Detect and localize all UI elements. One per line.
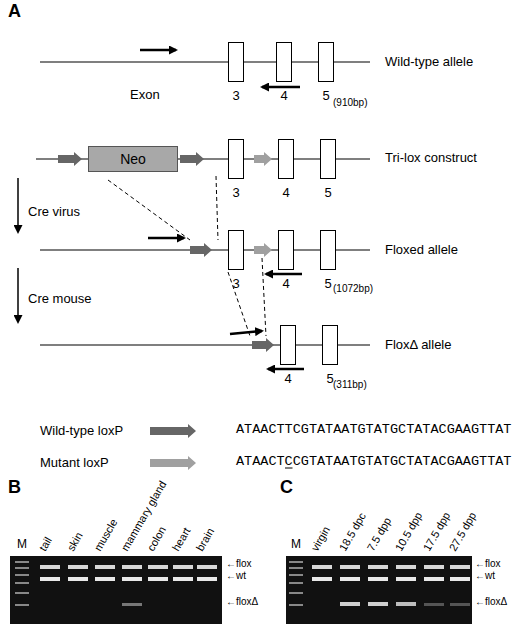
gel-image	[286, 556, 472, 624]
exon-box: 3	[228, 230, 244, 270]
neo-box: Neo	[88, 146, 178, 172]
sequence-text: ATAACTCCGTATAATGTATGCTATACGAAGTTAT	[236, 455, 511, 469]
allele-name: Floxed allele	[385, 243, 458, 256]
excision-line	[228, 272, 250, 336]
lane-label: brain	[194, 526, 216, 553]
band-label: ←flox	[475, 559, 501, 569]
excision-line	[108, 180, 190, 240]
floxdelta-band	[122, 603, 142, 606]
exon-number: 4	[279, 277, 293, 290]
exon-box: 5	[318, 42, 334, 82]
primer-arrow	[262, 86, 300, 89]
step-arrow	[17, 268, 19, 322]
lane-label: M	[291, 538, 301, 550]
gel-image	[10, 556, 222, 624]
exon-number: 5	[319, 89, 333, 102]
exon-number: 4	[277, 89, 291, 102]
exon-box: 5	[322, 325, 338, 365]
lane-label: 27.5 dpp	[447, 510, 478, 553]
exon-label: Exon	[130, 88, 160, 101]
lane-label: heart	[170, 526, 192, 553]
primer-arrow	[268, 368, 304, 371]
lane-label: 10.5 dpp	[393, 510, 424, 553]
loxp-arrow	[150, 424, 196, 438]
exon-box: 3	[228, 42, 244, 82]
allele-name: Tri-lox construct	[385, 151, 477, 164]
floxdelta-bands	[340, 602, 470, 606]
step-arrow	[17, 178, 19, 232]
panel-letter: A	[8, 2, 21, 20]
panel-letter: C	[280, 478, 293, 496]
flox-bands	[312, 565, 470, 569]
product-size: (1072bp)	[333, 284, 373, 294]
step-label: Cre virus	[28, 205, 80, 218]
primer-arrow	[266, 273, 302, 276]
lane-label: colon	[145, 525, 168, 553]
lane-label: 7.5 dpp	[365, 516, 393, 553]
band-label: ←floxΔ	[475, 597, 507, 607]
exon-box: 5	[320, 139, 336, 179]
ladder-bands	[289, 561, 303, 606]
exon-box: 3	[228, 139, 244, 179]
wt-bands	[312, 577, 470, 581]
exon-box: 4	[276, 42, 292, 82]
exon-number: 3	[229, 277, 243, 290]
band-label: ←wt	[475, 571, 495, 581]
exon-number: 3	[229, 89, 243, 102]
legend-name: Wild-type loxP	[40, 424, 123, 437]
lane-label: 18.5 dpc	[337, 511, 368, 553]
excision-line	[262, 258, 266, 336]
mutant-loxp-arrow	[254, 243, 272, 257]
primer-arrow	[148, 237, 184, 240]
loxp-arrow	[58, 152, 82, 166]
cassette-name: Neo	[120, 152, 146, 166]
step-label: Cre mouse	[28, 292, 92, 305]
product-size: (910bp)	[333, 98, 367, 108]
panel-letter: B	[8, 478, 21, 496]
flox-bands	[40, 565, 217, 569]
exon-number: 4	[281, 372, 295, 385]
exon-box: 4	[278, 139, 294, 179]
band-label: ←flox	[226, 559, 252, 569]
allele-name: Wild-type allele	[385, 55, 473, 68]
loxp-arrow	[180, 152, 204, 166]
lane-label: tail	[37, 535, 54, 553]
exon-number: 5	[321, 277, 335, 290]
primer-arrow	[230, 331, 262, 334]
excision-line	[216, 176, 218, 240]
primer-arrow	[140, 49, 176, 52]
loxp-arrow	[252, 338, 274, 352]
allele-line	[40, 344, 370, 345]
legend-name: Mutant loxP	[40, 456, 109, 469]
allele-name: FloxΔ allele	[385, 338, 452, 351]
wt-bands	[40, 577, 217, 581]
exon-box: 4	[278, 230, 294, 270]
ladder-bands	[15, 561, 29, 606]
mutant-loxp-arrow	[150, 456, 196, 470]
sequence-text: ATAACTTCGTATAATGTATGCTATACGAAGTTAT	[236, 423, 511, 437]
exon-number: 4	[279, 186, 293, 199]
lane-label: virgin	[309, 525, 332, 553]
lane-label: M	[17, 538, 27, 550]
product-size: (311bp)	[333, 380, 367, 390]
loxp-arrow	[190, 243, 212, 257]
lane-label: skin	[65, 531, 84, 553]
exon-box: 4	[280, 325, 296, 365]
mutant-loxp-arrow	[254, 152, 272, 166]
exon-box: 5	[320, 230, 336, 270]
exon-number: 5	[321, 186, 335, 199]
exon-number: 3	[229, 186, 243, 199]
band-label: ←floxΔ	[226, 597, 258, 607]
lane-label: muscle	[92, 517, 119, 553]
band-label: ←wt	[226, 571, 246, 581]
